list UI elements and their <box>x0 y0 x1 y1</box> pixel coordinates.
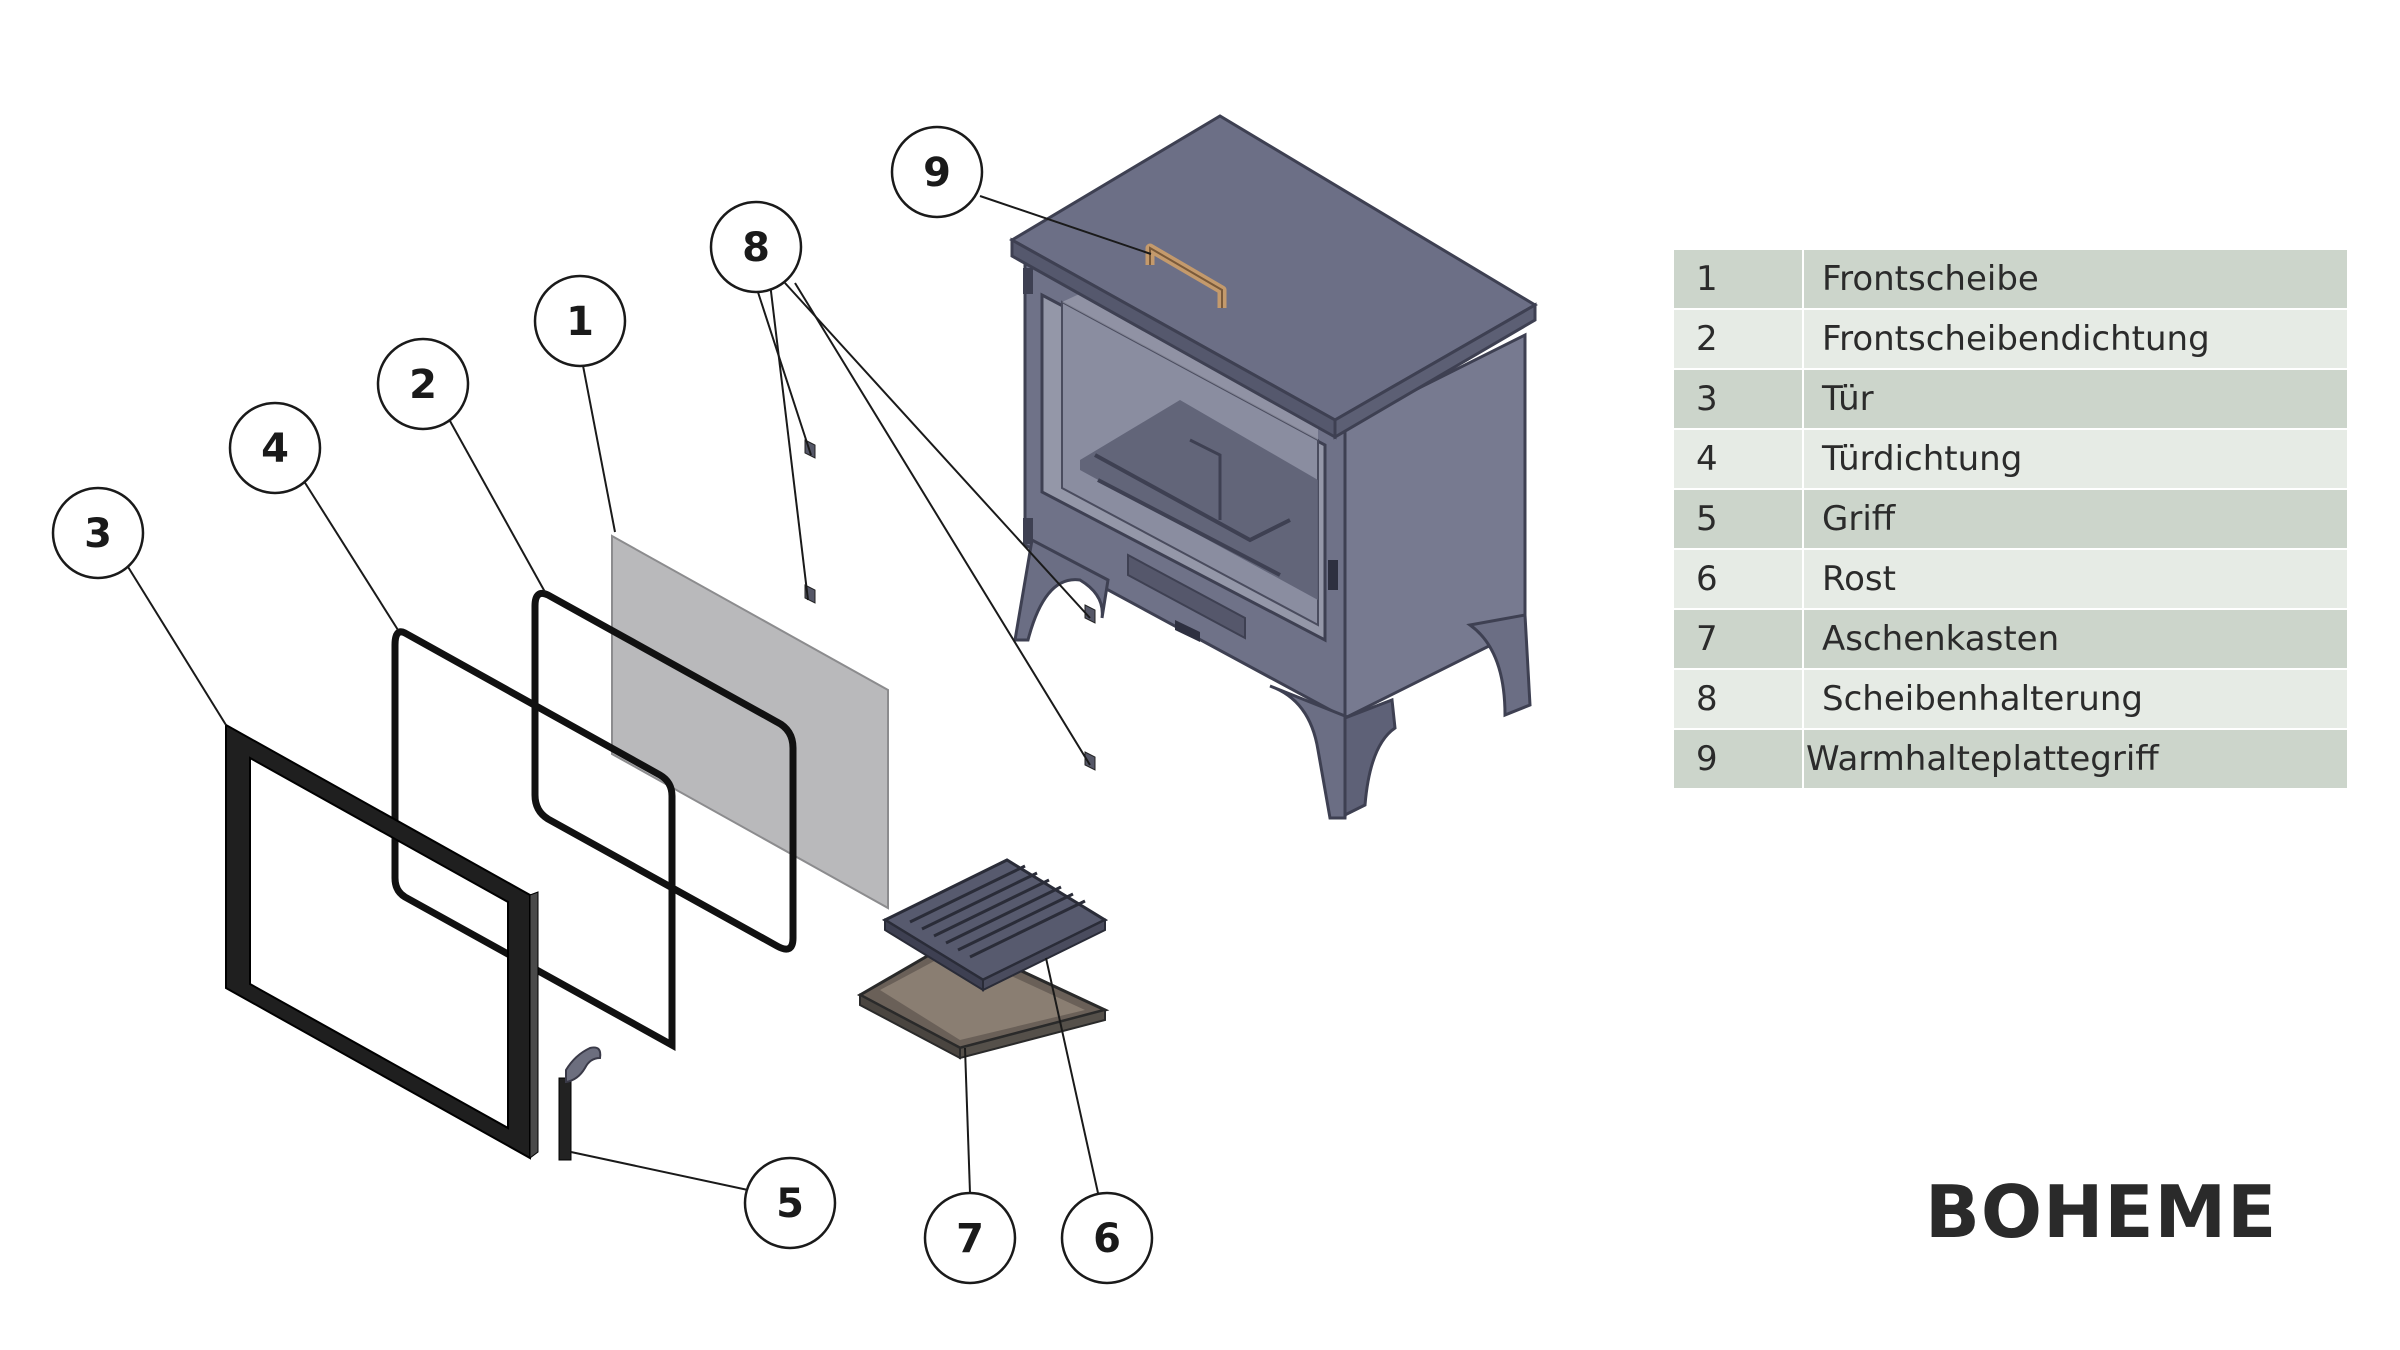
part-name: Scheibenhalterung <box>1802 668 2349 730</box>
table-row: 4 Türdichtung <box>1672 428 2349 490</box>
front-glass <box>611 534 889 910</box>
callout-5: 5 <box>743 1156 837 1250</box>
callout-2: 2 <box>376 337 470 431</box>
part-number: 1 <box>1672 248 1804 310</box>
svg-text:8: 8 <box>742 225 770 271</box>
part-name: Tür <box>1802 368 2349 430</box>
svg-text:5: 5 <box>776 1181 804 1227</box>
svg-text:2: 2 <box>409 362 437 408</box>
part-name: Frontscheibendichtung <box>1802 308 2349 370</box>
part-number: 8 <box>1672 668 1804 730</box>
door-handle <box>558 1046 602 1161</box>
leader-lines <box>124 195 1152 1194</box>
brand-logo: BOHEME <box>1925 1170 2278 1254</box>
part-name: Rost <box>1802 548 2349 610</box>
callout-3: 3 <box>51 486 145 580</box>
part-number: 9 <box>1672 728 1804 790</box>
svg-text:9: 9 <box>923 150 951 196</box>
part-name: Griff <box>1802 488 2349 550</box>
callout-8: 8 <box>709 200 803 294</box>
svg-text:4: 4 <box>261 426 289 472</box>
callout-6: 6 <box>1060 1191 1154 1285</box>
part-name: Türdichtung <box>1802 428 2349 490</box>
svg-text:1: 1 <box>566 299 594 345</box>
part-number: 7 <box>1672 608 1804 670</box>
glass-gasket <box>531 589 797 953</box>
table-row: 5 Griff <box>1672 488 2349 550</box>
table-row: 3 Tür <box>1672 368 2349 430</box>
part-number: 3 <box>1672 368 1804 430</box>
table-row: 6 Rost <box>1672 548 2349 610</box>
callout-4: 4 <box>228 401 322 495</box>
part-number: 4 <box>1672 428 1804 490</box>
table-row: 1 Frontscheibe <box>1672 248 2349 310</box>
parts-table: 1 Frontscheibe 2 Frontscheibendichtung 3… <box>1672 248 2349 790</box>
part-name: Aschenkasten <box>1802 608 2349 670</box>
door-gasket <box>391 628 676 1051</box>
grate <box>881 858 1109 992</box>
part-number: 6 <box>1672 548 1804 610</box>
svg-text:6: 6 <box>1093 1216 1121 1262</box>
svg-text:7: 7 <box>956 1216 984 1262</box>
part-name: Frontscheibe <box>1802 248 2349 310</box>
part-number: 2 <box>1672 308 1804 370</box>
stove-body <box>1008 114 1538 820</box>
table-row: 2 Frontscheibendichtung <box>1672 308 2349 370</box>
svg-text:3: 3 <box>84 511 112 557</box>
part-name: Warmhalteplattegriff <box>1802 728 2349 790</box>
table-row: 9 Warmhalteplattegriff <box>1672 728 2349 790</box>
table-row: 7 Aschenkasten <box>1672 608 2349 670</box>
table-row: 8 Scheibenhalterung <box>1672 668 2349 730</box>
callout-7: 7 <box>923 1191 1017 1285</box>
part-number: 5 <box>1672 488 1804 550</box>
callout-9: 9 <box>890 125 984 219</box>
ash-pan <box>856 938 1110 1060</box>
callout-1: 1 <box>533 274 627 368</box>
